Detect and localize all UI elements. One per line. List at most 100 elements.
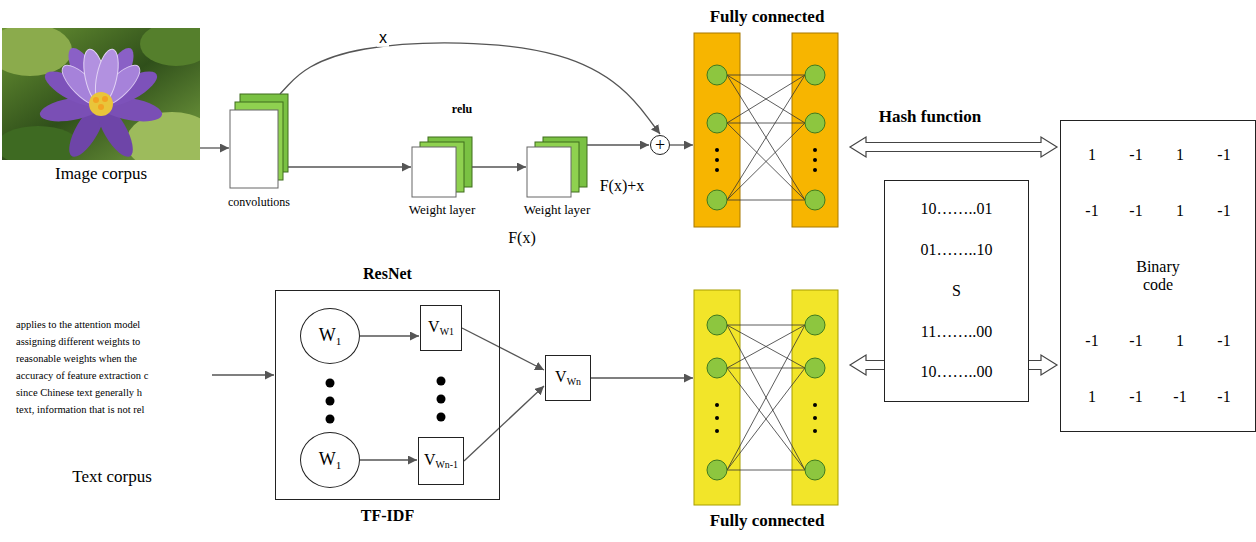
arrow-connector — [472, 166, 526, 167]
flower-center — [89, 92, 113, 116]
code-bit: -1 — [1116, 146, 1156, 164]
neuron — [707, 460, 727, 480]
node-text: VW1 — [428, 318, 454, 338]
neuron-column — [694, 290, 740, 505]
weight-layer: Weight layer — [527, 137, 587, 197]
code-bit: -1 — [1116, 388, 1156, 406]
ellipsis-dot — [715, 416, 719, 420]
function-label: F(x) — [508, 229, 536, 247]
neuron-link — [727, 75, 805, 200]
code-bit: -1 — [1116, 332, 1156, 350]
code-bit: 1 — [1160, 202, 1200, 220]
symbol-subscript: Wn-1 — [436, 460, 459, 471]
word-vector: VWn-1 — [418, 437, 464, 485]
neuron-column — [792, 290, 838, 505]
neuron-link — [727, 470, 805, 471]
neuron — [805, 460, 825, 480]
neuron — [805, 65, 825, 85]
ellipsis-dot — [715, 158, 719, 162]
petal — [91, 47, 122, 106]
symbol-base: V — [555, 368, 567, 385]
ellipsis-dot — [813, 168, 817, 172]
word-node: W1 — [300, 432, 360, 488]
weight-layer: Weight layer — [412, 137, 472, 197]
code-bit: 1 — [1072, 146, 1112, 164]
node-text: text, information that is not rel — [16, 401, 144, 418]
neuron — [805, 190, 825, 210]
arrow-connector — [360, 459, 417, 460]
symbol-base: V — [424, 451, 436, 468]
leaf-blur — [140, 28, 200, 66]
symbol-subscript: 1 — [336, 459, 342, 471]
arrow-connector — [280, 43, 660, 134]
neuron-link — [727, 368, 805, 369]
resnet-tfidf-box: ResNetTF-IDFW1VW1W1VWn-1 — [275, 290, 500, 500]
neuron-link — [727, 123, 805, 124]
ellipsis-dot — [813, 416, 817, 420]
image-corpus-photo: Image corpus — [2, 28, 200, 160]
code-bit: -1 — [1160, 388, 1200, 406]
node-caption: convolutions — [228, 196, 290, 210]
node-text: 11……..00 — [921, 323, 992, 341]
symbol-subscript: W1 — [440, 327, 454, 338]
leaf-blur — [2, 28, 72, 76]
arrow-connector — [462, 328, 544, 370]
code-bit: -1 — [1116, 202, 1156, 220]
code-bit: -1 — [1204, 388, 1244, 406]
neuron-link — [727, 325, 805, 470]
sum-node: + — [650, 135, 670, 155]
ellipsis-dot — [813, 158, 817, 162]
ellipsis-dot — [437, 413, 446, 422]
word-node: W1 — [300, 308, 360, 364]
node-caption: Fully connected — [710, 511, 825, 531]
code-bit: 1 — [1072, 388, 1112, 406]
edge-label: Hash function — [877, 107, 984, 127]
ellipsis-dot — [813, 403, 817, 407]
flower-photo — [0, 22, 218, 172]
neuron — [707, 315, 727, 335]
similarity-matrix: 10……..0101……..10S11……..0010……..00 — [884, 180, 1029, 402]
neuron-link — [727, 368, 805, 470]
double-arrow — [850, 137, 1057, 157]
node-text: assigning different weights to — [16, 333, 140, 350]
ellipsis-dots — [326, 377, 446, 424]
arrow-connector — [212, 374, 274, 375]
code-bit: -1 — [1204, 202, 1244, 220]
stamen — [102, 96, 108, 102]
convolution-stack-figure — [230, 94, 288, 188]
feature-map — [230, 110, 278, 188]
ellipsis-dot — [813, 148, 817, 152]
ellipsis-dot — [715, 403, 719, 407]
neuron — [707, 113, 727, 133]
symbol-base: W — [319, 325, 336, 345]
ellipsis-dot — [326, 415, 335, 424]
arrow-connector — [464, 386, 544, 461]
arrow-connector — [670, 144, 693, 145]
arrow-connector — [288, 166, 411, 167]
convolution-stack: convolutions — [230, 94, 288, 188]
ellipsis-dot — [326, 379, 335, 388]
code-bit: -1 — [1072, 332, 1112, 350]
ellipsis-dot — [813, 429, 817, 433]
node-caption: Weight layer — [524, 203, 590, 218]
node-text: 1 -1 -1 -1 — [1072, 388, 1244, 406]
fc-network-yellow — [694, 290, 838, 505]
node-caption: TF-IDF — [361, 507, 414, 525]
arrow-connector — [587, 144, 649, 145]
neuron — [805, 315, 825, 335]
neuron-link — [727, 123, 805, 200]
ellipsis-dot — [437, 377, 446, 386]
node-caption: Weight layer — [409, 203, 475, 218]
stamen — [93, 97, 99, 103]
node-heading: ResNet — [363, 265, 412, 283]
neuron-link — [727, 200, 805, 201]
weight-map — [412, 147, 456, 197]
neuron — [707, 65, 727, 85]
neuron — [805, 113, 825, 133]
neuron-link — [727, 368, 805, 470]
fully-connected-layer: Fully connected — [694, 290, 840, 505]
connectors — [200, 43, 1057, 461]
node-text: VWn-1 — [424, 451, 458, 471]
neuron-column — [792, 33, 838, 227]
node-text: 10……..01 — [921, 200, 993, 218]
